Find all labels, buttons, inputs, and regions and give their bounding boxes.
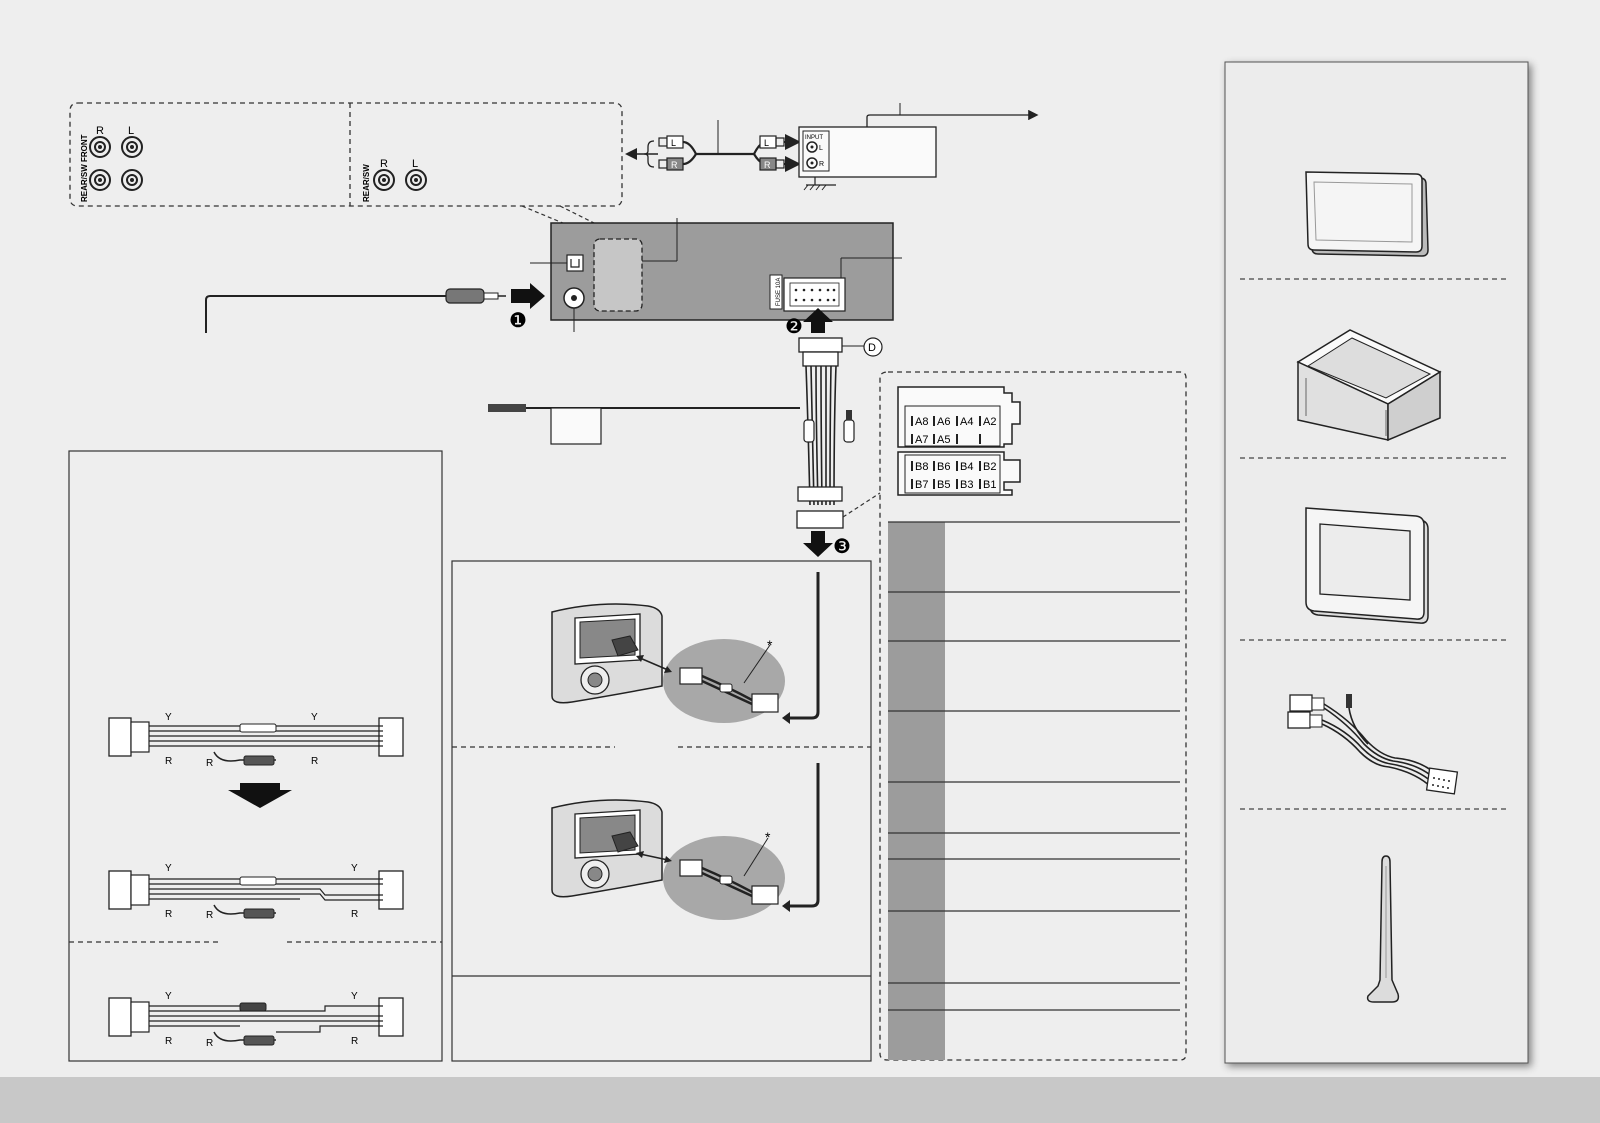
rca-plug-icon: L [759,135,785,149]
plug-r-label: R [671,160,678,170]
rca-jack-icon [121,169,143,191]
vehicle-connection-box: * * [451,560,872,1062]
r-label: R [206,758,213,769]
rca-r-label-right: R [380,158,388,170]
rca-plug-icon: R [658,157,684,171]
rca-plug-icon: L [658,135,684,149]
rca-preout-panel: REAR/SW FRONT R L REAR/SW R L [69,102,623,207]
wiring-harness-icon [1287,694,1459,795]
r-label: R [206,910,213,921]
iso-a4: A4 [960,416,973,428]
plug-l-label-2: L [764,138,769,148]
car-dashboard-illustration: * [551,763,820,920]
y-label: Y [351,991,358,1002]
iso-b7: B7 [915,479,928,491]
y-label: Y [311,712,318,723]
iso-b5: B5 [937,479,950,491]
r-label: R [311,756,318,767]
head-unit-rear: FUSE 10A [530,218,902,332]
rca-jack-icon [405,169,427,191]
arrow-up-icon [803,308,833,333]
fuse-label: FUSE 10A [776,278,782,306]
step-three-label: ❸ [833,536,851,558]
iso-b4: B4 [960,461,973,473]
rca-jack-icon [373,169,395,191]
rca-jack-icon [89,136,111,158]
rear-sw-label: REAR/SW [362,164,371,202]
plug-r-label-2: R [764,160,771,170]
trim-plate-icon [1305,171,1429,257]
r-label: R [351,1036,358,1047]
y-label: Y [351,863,358,874]
amp-r-label: R [819,161,824,168]
main-connector-socket [783,277,846,312]
iso-b8: B8 [915,461,928,473]
iso-a2: A2 [983,416,996,428]
arrow-right-icon [511,283,545,309]
harness-illustration: Y Y R R R [108,863,404,921]
external-amplifier: INPUT L R [798,103,1039,191]
rca-cable: L R L R [625,120,801,172]
ground-terminal-icon [566,254,584,272]
face-frame-icon [1305,507,1429,624]
iso-b6: B6 [937,461,950,473]
iso-a7: A7 [915,434,928,446]
asterisk-label-2: * [765,829,771,845]
arrow-down-icon [803,531,833,557]
amp-l-label: L [819,145,823,152]
bottom-band [0,1077,1600,1123]
r-label: R [165,909,172,920]
harness-illustration: Y Y R R R [108,991,404,1049]
step-two-label: ❷ [785,316,803,338]
y-label: Y [165,991,172,1002]
removal-tool-icon [1366,855,1400,1003]
pin-table [888,521,1180,1060]
r-label: R [206,1038,213,1049]
iso-a5: A5 [937,434,950,446]
rca-r-label-left: R [96,125,104,137]
iso-a8: A8 [915,416,928,428]
arrow-down-icon [228,783,292,808]
rca-jack-icon [89,169,111,191]
antenna-cable: ❶ [205,283,545,333]
mounting-sleeve-icon [1296,329,1442,442]
rca-plug-icon [803,410,855,443]
car-dashboard-illustration: * [551,572,820,724]
r-label: R [165,756,172,767]
iso-a6: A6 [937,416,950,428]
step-one-label: ❶ [509,310,527,332]
rear-sw-front-label: REAR/SW FRONT [80,134,89,202]
harness-illustration: Y Y R R R [108,712,404,769]
rca-plug-icon: R [759,157,785,171]
connector-d-label: D [868,342,876,354]
harness-modification-box: Y Y R R R Y Y R R [68,450,443,1062]
y-label: Y [165,712,172,723]
y-label: Y [165,863,172,874]
rca-l-label-left: L [128,125,134,137]
r-label: R [351,909,358,920]
iso-connector-detail: A8 A6 A4 A2 A7 A5 B8 B6 B4 B2 B7 B5 B3 B… [842,371,1187,1061]
iso-harness: D ❸ [488,337,883,558]
r-label: R [165,1036,172,1047]
accessories-panel [1224,61,1529,1064]
antenna-jack-icon [563,287,585,309]
iso-b2: B2 [983,461,996,473]
rca-l-label-right: L [412,158,418,170]
asterisk-label-1: * [767,637,773,653]
plug-l-label: L [671,138,676,148]
iso-b1: B1 [983,479,996,491]
iso-b3: B3 [960,479,973,491]
rca-jack-icon [121,136,143,158]
amp-input-label: INPUT [805,135,823,141]
